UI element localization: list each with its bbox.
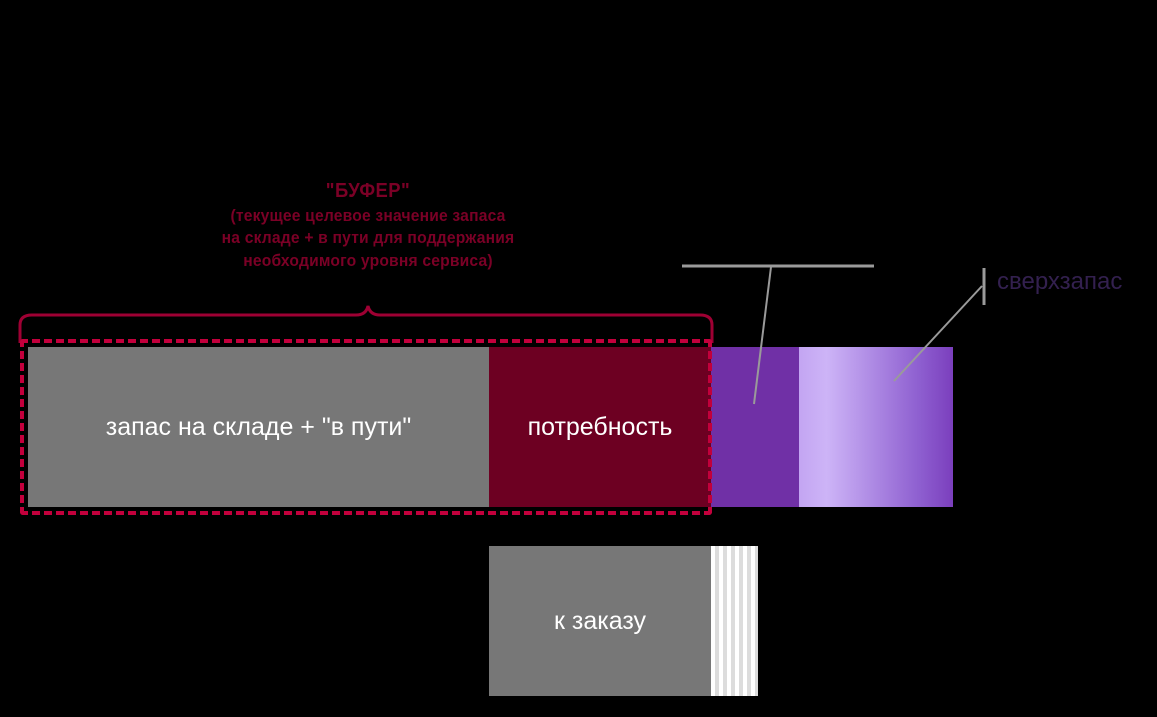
main-stacked-bar: запас на складе + "в пути" потребность: [28, 347, 953, 507]
order-bar-label: к заказу: [553, 606, 647, 635]
order-bar-striped: [711, 546, 758, 696]
order-bar-solid: к заказу: [489, 546, 711, 696]
buffer-caption-line-3: необходимого уровня сервиса): [243, 250, 493, 270]
segment-stock-label: запас на складе + "в пути": [105, 412, 412, 441]
buffer-caption-line-1: (текущее целевое значение запаса: [230, 205, 506, 225]
overstock-label: сверхзапас: [997, 268, 1123, 295]
buffer-brace: [18, 305, 714, 343]
segment-overstock-gradient: [799, 347, 953, 507]
segment-demand-label: потребность: [527, 412, 673, 441]
buffer-title: "БУФЕР": [325, 180, 411, 202]
segment-purple-solid: [711, 347, 799, 507]
order-bar: к заказу: [489, 546, 758, 696]
segment-demand: потребность: [489, 347, 711, 507]
segment-stock-on-hand-and-in-transit: запас на складе + "в пути": [28, 347, 489, 507]
buffer-caption: "БУФЕР" (текущее целевое значение запаса…: [108, 178, 628, 272]
buffer-caption-line-2: на складе + в пути для поддержания: [221, 228, 515, 248]
